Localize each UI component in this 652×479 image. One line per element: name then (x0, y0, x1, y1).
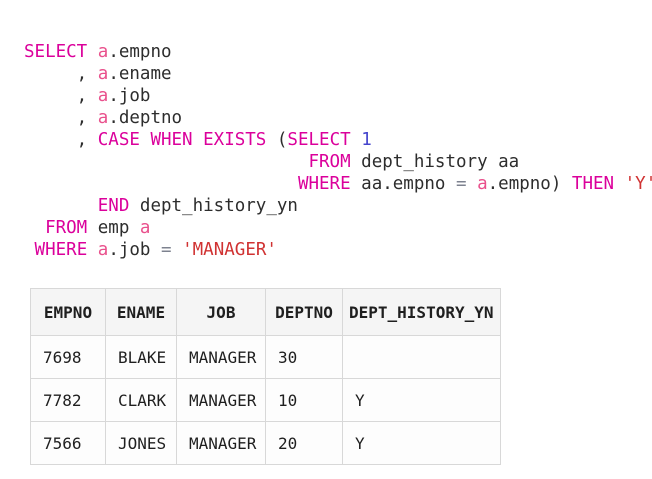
code-line: FROM dept_history aa (24, 151, 652, 173)
code-token-plain (87, 240, 98, 260)
table-cell: 30 (265, 335, 343, 379)
code-token-plain (24, 218, 45, 238)
table-cell: JONES (105, 421, 177, 465)
table-cell: CLARK (105, 378, 177, 422)
code-token-plain: .ename (108, 63, 172, 84)
code-line: WHERE a.job = 'MANAGER' (24, 239, 652, 261)
code-token-str: 'Y' (624, 173, 652, 194)
code-token-plain: ( (266, 129, 288, 150)
column-header: JOB (176, 288, 266, 336)
code-token-plain: dept_history_yn (129, 195, 298, 216)
code-token-plain: .empno (108, 41, 172, 62)
code-token-plain: .empno) (487, 173, 572, 194)
code-token-kw: SELECT (287, 129, 351, 150)
code-token-plain: emp (87, 217, 140, 238)
code-line: , a.ename (24, 63, 652, 85)
code-token-alias: a (97, 239, 109, 260)
code-token-alias: a (139, 217, 151, 238)
table-cell (342, 335, 501, 379)
code-token-plain (24, 152, 308, 172)
table-cell: MANAGER (176, 378, 266, 422)
code-token-kw: SELECT (24, 41, 88, 62)
code-token-kw: CASE WHEN EXISTS (97, 129, 267, 150)
code-token-plain: .job (108, 239, 162, 260)
code-token-str: 'MANAGER' (182, 239, 277, 260)
code-token-alias: a (97, 107, 109, 128)
table-cell: 7566 (30, 421, 106, 465)
column-header: EMPNO (30, 288, 106, 336)
code-token-plain: aa.empno (350, 173, 456, 194)
column-header: ENAME (105, 288, 177, 336)
code-token-op: = (455, 173, 467, 194)
code-token-alias: a (97, 41, 109, 62)
table-cell: 20 (265, 421, 343, 465)
code-line: END dept_history_yn (24, 195, 652, 217)
code-token-kw: THEN (571, 173, 615, 194)
code-token-kw: WHERE (34, 239, 88, 260)
code-line: , a.job (24, 85, 652, 107)
code-token-alias: a (97, 85, 109, 106)
code-token-kw: END (97, 195, 130, 216)
code-token-plain (87, 42, 98, 62)
sql-code: SELECT a.empno , a.ename , a.job , a.dep… (24, 41, 652, 261)
table-cell: MANAGER (176, 421, 266, 465)
code-line: WHERE aa.empno = a.empno) THEN 'Y' (24, 173, 652, 195)
code-token-kw: FROM (308, 151, 351, 172)
code-token-plain: .deptno (108, 107, 183, 128)
code-token-plain (24, 196, 98, 216)
table-cell: 10 (265, 378, 343, 422)
code-token-plain: , (24, 63, 98, 84)
code-token-kw: WHERE (297, 173, 351, 194)
code-token-num: 1 (361, 129, 372, 150)
code-token-plain (24, 174, 298, 194)
code-token-plain (614, 174, 625, 194)
code-token-plain: , (24, 129, 98, 150)
table-cell: 7782 (30, 378, 106, 422)
code-line: , CASE WHEN EXISTS (SELECT 1 (24, 129, 652, 151)
code-line: FROM emp a (24, 217, 652, 239)
code-token-plain (172, 240, 183, 260)
table-cell: MANAGER (176, 335, 266, 379)
code-token-op: = (161, 239, 172, 260)
code-token-plain: , (24, 85, 98, 106)
code-token-plain: , (24, 107, 98, 128)
code-token-plain: .job (108, 85, 151, 106)
code-token-alias: a (97, 63, 109, 84)
code-token-alias: a (477, 173, 488, 194)
code-line: , a.deptno (24, 107, 652, 129)
column-header: DEPT_HISTORY_YN (342, 288, 501, 336)
code-token-plain (24, 240, 35, 260)
table-cell: BLAKE (105, 335, 177, 379)
code-token-plain: dept_history aa (350, 151, 520, 172)
code-token-plain (467, 174, 478, 194)
table-cell: Y (342, 378, 501, 422)
table-cell: 7698 (30, 335, 106, 379)
code-line: SELECT a.empno (24, 41, 652, 63)
code-token-kw: FROM (45, 217, 88, 238)
code-token-plain (351, 130, 362, 150)
table-cell: Y (342, 421, 501, 465)
column-header: DEPTNO (265, 288, 343, 336)
